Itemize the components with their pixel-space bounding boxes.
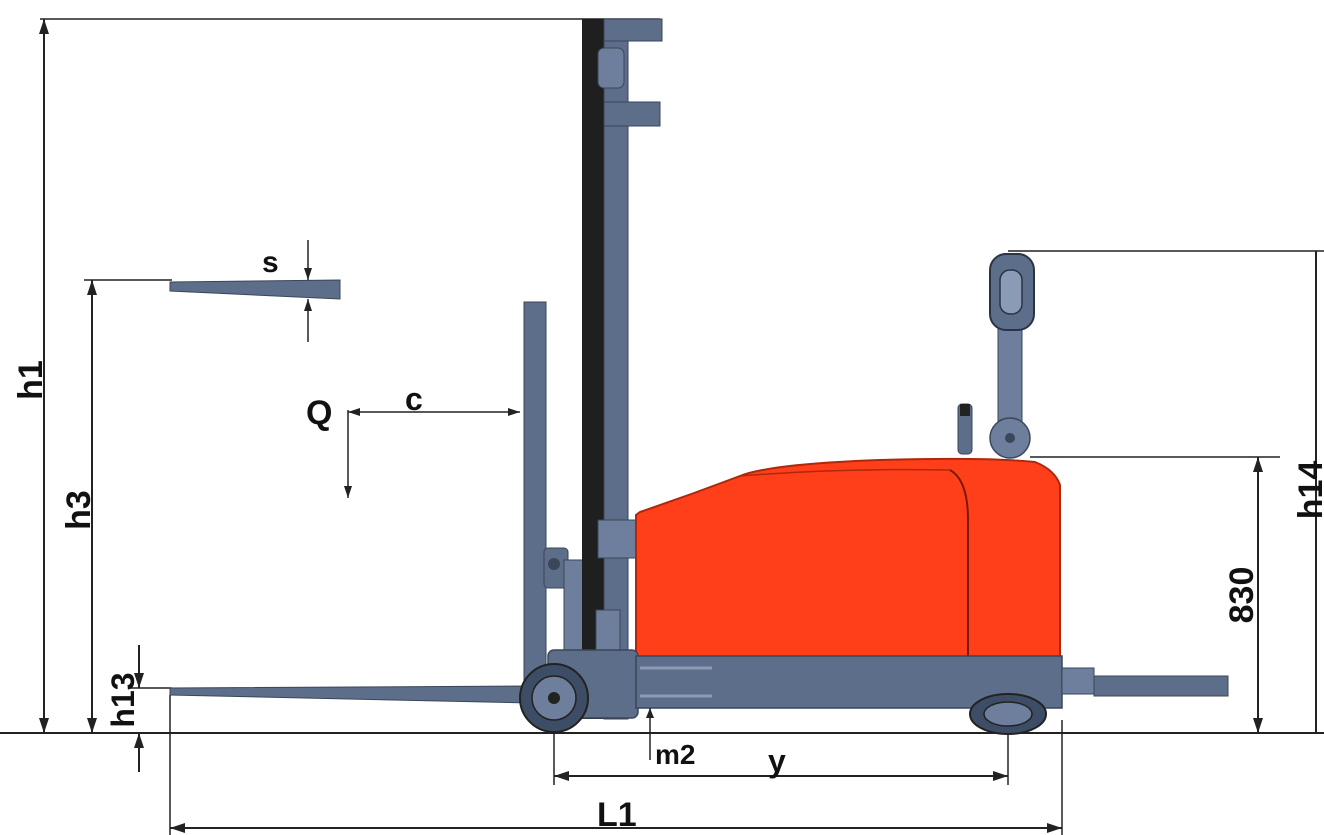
- dimension-y: [553, 733, 1009, 785]
- front-wheel: [519, 663, 589, 733]
- rear-wheel: [969, 693, 1047, 735]
- dimension-h1: [39, 18, 660, 733]
- dimension-s: [304, 240, 312, 342]
- label-m2: m2: [655, 739, 695, 770]
- dimension-h13: [130, 645, 172, 772]
- dimension-h14: [1008, 250, 1324, 733]
- chassis: [547, 649, 1229, 719]
- dimension-h3: [84, 279, 172, 733]
- label-l1: L1: [597, 796, 637, 834]
- mast: [582, 18, 663, 720]
- dimension-830: [1030, 456, 1280, 733]
- lowered-fork: [169, 685, 531, 704]
- label-h14: h14: [1292, 461, 1324, 520]
- label-h3: h3: [60, 490, 98, 530]
- truck-body: [635, 457, 1061, 661]
- label-y: y: [768, 743, 786, 779]
- label-h13: h13: [105, 672, 141, 727]
- label-830: 830: [1223, 567, 1261, 624]
- dimension-m2: [646, 708, 654, 760]
- label-c: c: [405, 381, 423, 417]
- fork-carriage: [523, 301, 587, 698]
- label-s: s: [262, 246, 279, 279]
- label-q: Q: [306, 394, 332, 432]
- label-h1: h1: [12, 360, 50, 400]
- raised-fork: [169, 279, 341, 300]
- dimension-l1: [169, 695, 1063, 835]
- dimension-c: [344, 408, 520, 498]
- tiller-handle: [957, 253, 1035, 459]
